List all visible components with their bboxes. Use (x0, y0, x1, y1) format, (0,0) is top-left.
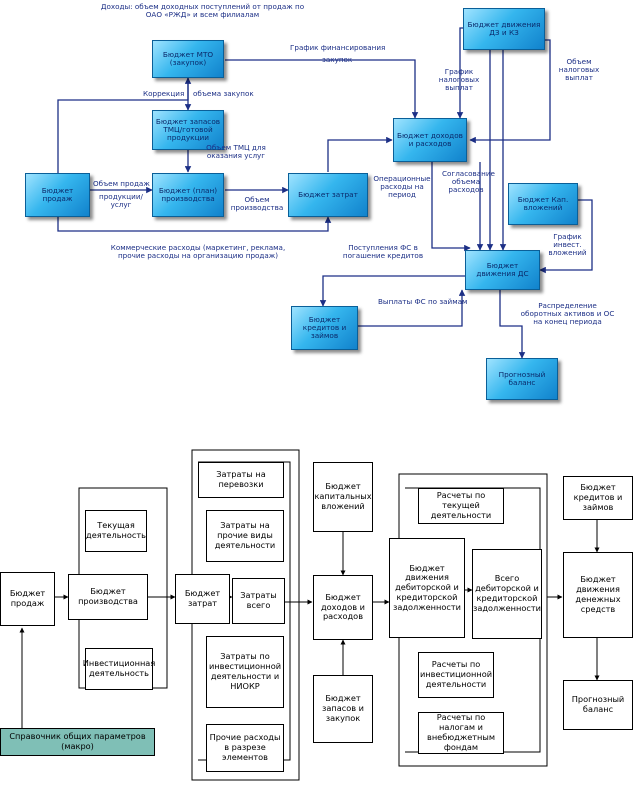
node-inventory-budget: Бюджет запасов ТМЦ/готовой продукции (152, 110, 224, 150)
node-total-receivables-payables: Всего дебиторской и кредиторской задолже… (472, 549, 542, 639)
node-investment-settlements: Расчеты по инвестиционной деятельности (418, 652, 494, 698)
node-capex-budget-b: Бюджет капитальных вложений (313, 462, 373, 532)
node-forecast-balance-b: Прогнозный баланс (563, 680, 633, 730)
label-products-services: продукции/ услуг (99, 192, 143, 210)
node-current-activity: Текущая деятельность (85, 510, 147, 552)
label-purchases: закупок (322, 55, 353, 64)
node-current-settlements: Расчеты по текущей деятельности (418, 488, 504, 524)
label-tax-volume: Объем налоговых выплат (558, 57, 600, 83)
node-macro-reference: Справочник общих параметров (макро) (0, 728, 155, 756)
node-cashflow-budget: Бюджет движения ДС (465, 250, 540, 290)
node-mto-budget: Бюджет МТО (закупок) (152, 40, 224, 78)
label-financing-schedule: График финансирования (290, 43, 386, 52)
node-cashflow-budget-b: Бюджет движения денежных средств (563, 552, 633, 638)
node-sales-budget: Бюджет продаж (25, 173, 90, 217)
node-capex-budget: Бюджет Кап. вложений (508, 183, 578, 225)
node-inventory-purchase-budget: Бюджет запасов и закупок (313, 675, 373, 743)
node-other-activity-costs: Затраты на прочие виды деятельности (206, 510, 284, 562)
node-transport-costs: Затраты на перевозки (198, 462, 284, 498)
node-receivables-payables-budget: Бюджет движения ДЗ и КЗ (463, 8, 545, 50)
label-credit-repayments: Поступления ФС в погашение кредитов (342, 243, 424, 261)
label-expense-agreement: Согласование объема расходов (442, 169, 495, 195)
node-credits-budget-b: Бюджет кредитов и займов (563, 476, 633, 520)
node-income-expense-budget: Бюджет доходов и расходов (393, 118, 467, 162)
node-costs-budget-b: Бюджет затрат (175, 574, 230, 624)
label-correction: Коррекция (143, 89, 185, 98)
node-other-expenses: Прочие расходы в разрезе элементов (206, 724, 284, 772)
node-investment-rnd-costs: Затраты по инвестиционной деятельности и… (206, 636, 284, 708)
label-sales-volume: Объем продаж (93, 179, 150, 188)
label-asset-distribution: Распределение оборотных активов и ОС на … (520, 301, 615, 327)
node-investment-activity: Инвестиционная деятельность (83, 648, 155, 690)
node-production-budget-b: Бюджет производства (68, 574, 148, 620)
node-costs-budget: Бюджет затрат (288, 173, 368, 217)
node-tax-fund-settlements: Расчеты по налогам и внебюджетным фондам (418, 712, 504, 754)
label-tax-schedule: График налоговых выплат (438, 67, 480, 93)
node-production-budget: Бюджет (план) производства (152, 173, 224, 217)
node-sales-budget-b: Бюджет продаж (0, 572, 55, 626)
label-investment-schedule: График инвест. вложений (548, 232, 587, 258)
label-purchase-volume: объема закупок (193, 89, 254, 98)
label-loan-payments: Выплаты ФС по займам (378, 297, 468, 306)
node-total-costs: Затраты всего (232, 578, 285, 624)
node-income-expense-budget-b: Бюджет доходов и расходов (313, 575, 373, 640)
label-commercial-expenses: Коммерческие расходы (маркетинг, реклама… (110, 243, 286, 261)
node-credits-budget: Бюджет кредитов и займов (291, 306, 358, 350)
node-forecast-balance: Прогнозный баланс (486, 358, 558, 400)
label-operating-expenses: Операционные расходы на период (373, 174, 431, 200)
node-receivables-payables-movement: Бюджет движения дебиторской и кредиторск… (389, 538, 465, 638)
label-rzd-income: Доходы: объем доходных поступлений от пр… (100, 2, 305, 20)
label-production-volume: Объем производства (230, 195, 284, 213)
label-tmc-volume: Объем ТМЦ для оказания услуг (206, 143, 266, 161)
